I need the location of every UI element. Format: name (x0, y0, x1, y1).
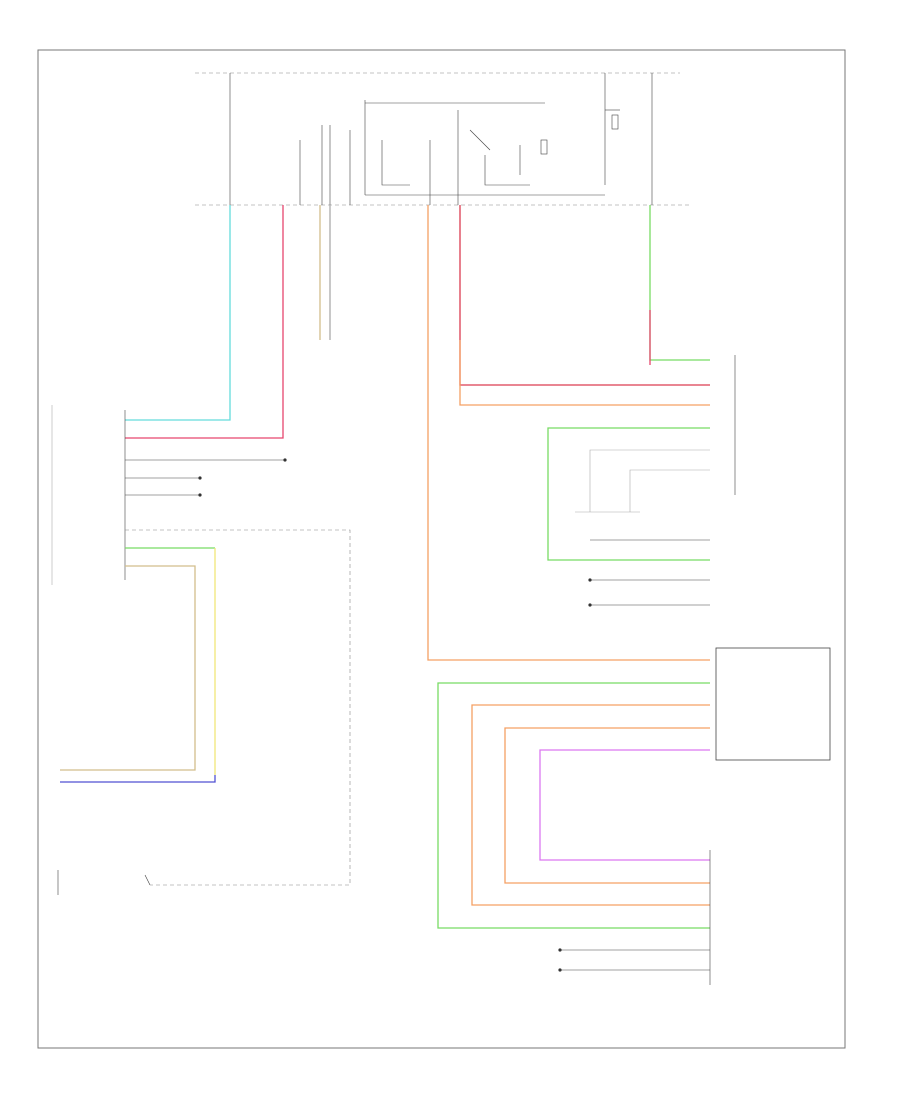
wire-orange-main (427, 205, 710, 661)
wire-cyan-main (125, 205, 231, 421)
wire-pink-main (125, 205, 284, 439)
driver-door-module (547, 355, 736, 607)
passenger-door-module (558, 850, 711, 985)
fuse-block (229, 73, 653, 205)
left-switch-module (51, 405, 351, 886)
lower-left-component (57, 870, 151, 895)
diagram-frame (37, 49, 846, 1049)
wire-orange-a (459, 340, 710, 406)
wire-green-top (649, 205, 710, 361)
wire-red-a (459, 205, 710, 386)
passenger-window-switch (437, 647, 831, 929)
